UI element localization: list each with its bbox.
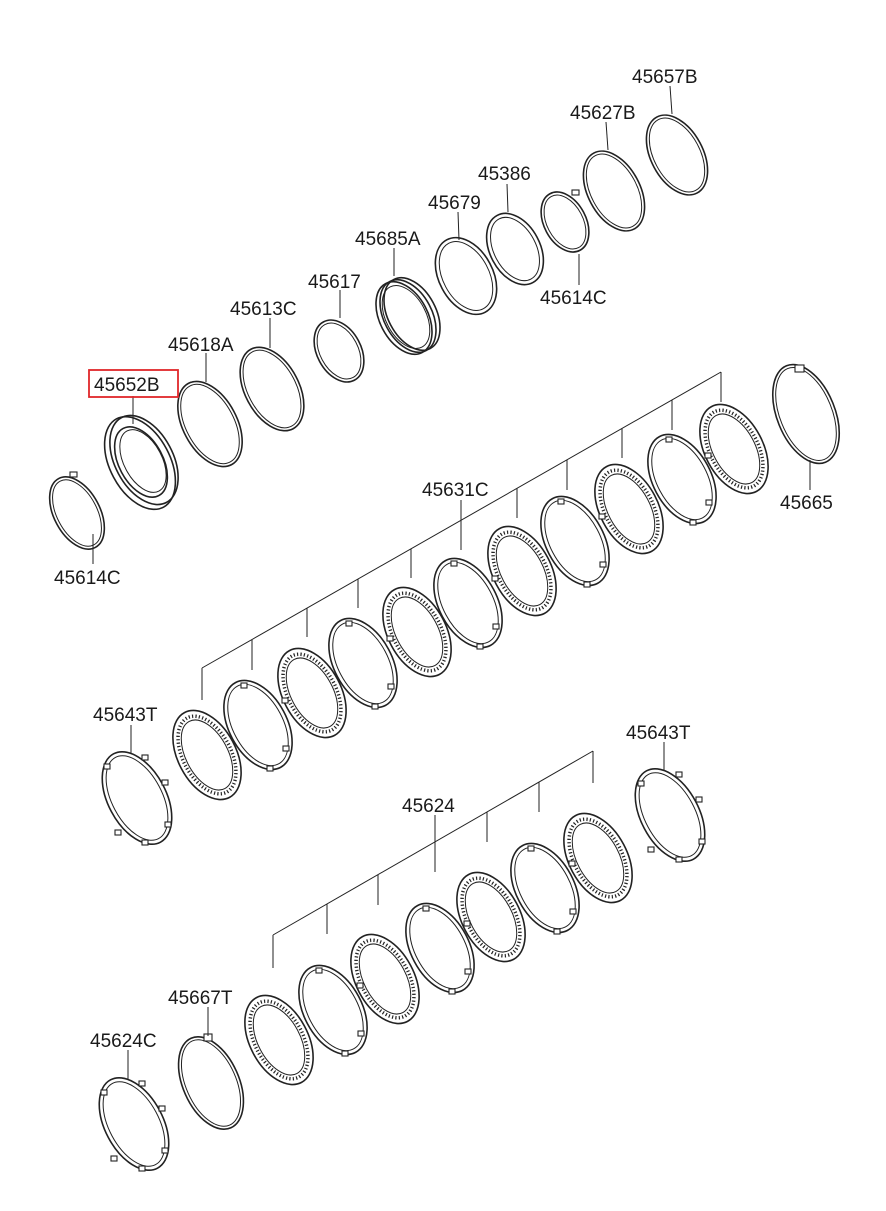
steel-plate-1[interactable]	[634, 423, 730, 535]
steel-plate-3[interactable]	[420, 547, 516, 659]
piston-45652b[interactable]	[90, 404, 192, 521]
ring-45679[interactable]	[423, 227, 509, 325]
label-45643t-left[interactable]: 45643T	[93, 705, 158, 726]
steel-plate-8[interactable]	[285, 954, 381, 1066]
friction-disc-9[interactable]	[337, 923, 433, 1035]
label-45643t-right[interactable]: 45643T	[626, 723, 691, 744]
steel-plate-5[interactable]	[210, 669, 306, 781]
friction-disc-1[interactable]	[686, 393, 782, 505]
ring-45618a[interactable]	[165, 371, 256, 478]
steel-plate-7[interactable]	[392, 892, 488, 1004]
plate-45643t-right[interactable]	[621, 757, 719, 873]
label-45667t[interactable]: 45667T	[168, 988, 233, 1009]
label-45679[interactable]: 45679	[428, 193, 481, 214]
ring-45613c[interactable]	[227, 337, 317, 442]
ring-45657b[interactable]	[634, 105, 720, 205]
label-45386[interactable]: 45386	[478, 164, 531, 185]
label-45685a[interactable]: 45685A	[355, 229, 421, 250]
snap-ring-45667t[interactable]	[165, 1027, 256, 1139]
leader-45624	[272, 750, 594, 968]
snap-ring-45614c-left[interactable]	[38, 468, 115, 558]
label-45665[interactable]: 45665	[780, 493, 833, 514]
steel-plate-4[interactable]	[315, 607, 411, 719]
label-45618a[interactable]: 45618A	[168, 335, 234, 356]
friction-disc-8[interactable]	[443, 861, 539, 973]
friction-disc-3[interactable]	[474, 515, 570, 627]
label-45631c[interactable]: 45631C	[422, 480, 489, 501]
leader-45631c	[201, 371, 722, 700]
label-45614c-left[interactable]: 45614C	[54, 568, 121, 589]
highlight-box	[88, 369, 179, 398]
label-45657b[interactable]: 45657B	[632, 67, 698, 88]
steel-plate-6[interactable]	[497, 832, 593, 944]
friction-disc-5[interactable]	[264, 637, 360, 749]
snap-ring-45614c-top[interactable]	[531, 184, 598, 260]
label-45652b[interactable]: 45652B	[94, 375, 160, 396]
friction-disc-10[interactable]	[231, 984, 327, 1096]
seal-45685a[interactable]	[364, 268, 451, 363]
label-45614c-top[interactable]: 45614C	[540, 288, 607, 309]
label-45624[interactable]: 45624	[402, 796, 455, 817]
snap-ring-45665[interactable]	[760, 355, 853, 473]
ring-45627b[interactable]	[571, 141, 657, 241]
label-45627b[interactable]: 45627B	[570, 103, 636, 124]
ring-45617[interactable]	[304, 312, 374, 391]
ring-45386[interactable]	[475, 204, 555, 295]
friction-disc-7[interactable]	[550, 802, 646, 914]
friction-disc-2[interactable]	[581, 453, 677, 565]
label-45613c[interactable]: 45613C	[230, 299, 297, 320]
plate-45643t-left[interactable]	[88, 740, 186, 856]
steel-plate-2[interactable]	[527, 485, 623, 597]
label-45624c[interactable]: 45624C	[90, 1031, 157, 1052]
label-45617[interactable]: 45617	[308, 272, 361, 293]
friction-disc-4[interactable]	[369, 576, 465, 688]
friction-disc-6[interactable]	[159, 699, 255, 811]
plate-45624c[interactable]	[85, 1066, 183, 1182]
